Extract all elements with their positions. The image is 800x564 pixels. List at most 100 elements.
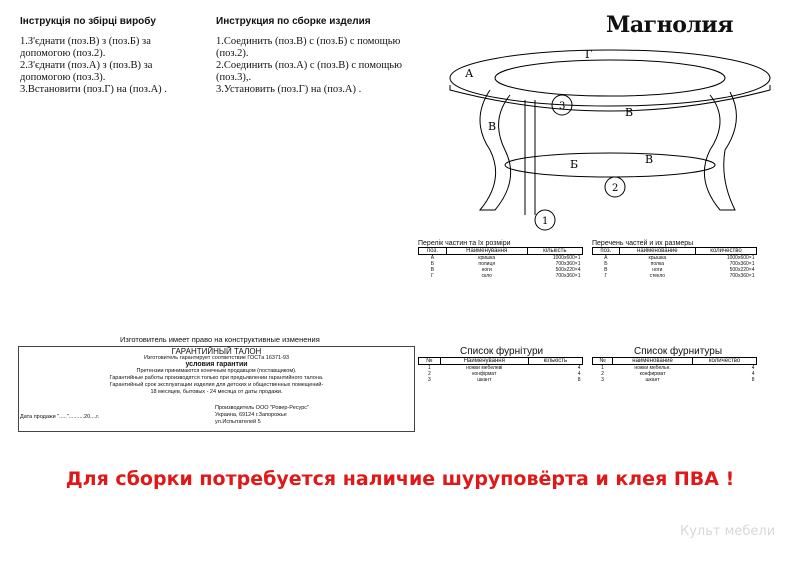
caption: Перелік частин та їх розміри <box>418 240 511 247</box>
table-cell: 4 <box>751 371 755 377</box>
ua-step: 2.З'єднати (поз.А) з (поз.В) за допомого… <box>20 60 153 83</box>
notice: Изготовитель имеет право на конструктивн… <box>120 335 320 344</box>
table-cell: 4 <box>751 365 755 371</box>
table-cell: 700x360×1 <box>729 273 755 279</box>
watermark: Культ мебели <box>680 524 776 539</box>
table-cell: ножки мебельн. <box>634 365 671 371</box>
table-cell: 1000x600×1 <box>726 255 755 261</box>
ua-step: 3.Встановити (поз.Г) на (поз.А) . <box>20 84 167 95</box>
table-cell: Г <box>604 273 608 279</box>
parts-ru: Перечень частей и их размеры поз.наимено… <box>592 240 757 279</box>
column-header: количество <box>692 357 757 365</box>
column-header: поз. <box>418 247 447 255</box>
table-assembly-diagram: А Г Б В В В 1 2 3 <box>449 48 771 231</box>
table-row: 1 ножки мебельн. 4 <box>593 365 757 371</box>
label-v: В <box>645 153 653 166</box>
table-cell: 4 <box>577 365 581 371</box>
ru-step: 3.Установить (поз.Г) на (поз.А) . <box>216 84 362 95</box>
maker-line: Производитель ООО "Ровер-Ресурс" <box>215 405 309 411</box>
table-cell: В <box>430 267 435 273</box>
column-header: наименование <box>618 247 697 255</box>
table-cell: ноги <box>481 267 492 273</box>
table-cell: 700x360×1 <box>729 261 755 267</box>
ua-heading: Інструкція по збірці виробу <box>20 16 156 27</box>
table-row: 3 шкант 8 <box>419 377 583 383</box>
table-cell: ноги <box>652 267 663 273</box>
table-cell: шкант <box>477 377 492 383</box>
table-cell: 3 <box>601 377 604 383</box>
label-a: А <box>465 67 474 80</box>
sale-date: Дата продажи "....."..........20....г. <box>20 414 100 420</box>
maker-line: ул.Испытателей 5 <box>215 419 261 425</box>
maker-line: Украина, 69124 г.Запорожье <box>215 412 287 418</box>
table-cell: Б <box>604 261 608 267</box>
table-cell: полка <box>650 261 665 267</box>
table-cell: А <box>430 255 435 261</box>
table-cell: кришка <box>478 255 496 261</box>
table-cell: конфирмат <box>639 371 666 377</box>
table-cell: шкант <box>645 377 660 383</box>
table-cell: 1 <box>428 365 431 371</box>
caption: Список фурнітури <box>460 346 544 357</box>
table-cell: 8 <box>577 377 581 383</box>
bottom-note: Для сборки потребуется наличие шуруповёр… <box>65 468 735 490</box>
table-row: 3 шкант 8 <box>593 377 757 383</box>
column-header: поз. <box>592 247 620 255</box>
table-cell: 8 <box>751 377 755 383</box>
table-cell: 2 <box>601 371 604 377</box>
table-row: 2 конфірмат 4 <box>419 371 583 377</box>
table-cell: конфірмат <box>472 371 497 377</box>
ru-heading: Инструкция по сборке изделия <box>216 16 371 27</box>
table-cell: полиця <box>478 261 496 267</box>
column-header: наименование <box>612 357 694 365</box>
warranty-card: ГАРАНТИЙНЫЙ ТАЛОН Изготовитель гарантиру… <box>18 346 415 432</box>
table-cell: 2 <box>428 371 431 377</box>
label-g: Г <box>585 48 592 61</box>
column-header: № <box>591 357 614 365</box>
label-v: В <box>488 120 496 133</box>
table-cell: А <box>604 255 608 261</box>
column-header: Найменування <box>445 247 528 255</box>
column-header: кількість <box>527 357 584 365</box>
table-row: 2 конфирмат 4 <box>593 371 757 377</box>
caption: Перечень частей и их размеры <box>592 240 694 247</box>
column-header: Найменування <box>439 357 529 365</box>
table-cell: 700x360×1 <box>555 273 581 279</box>
table-cell: 1 <box>601 365 604 371</box>
table-cell: 700x360×1 <box>555 261 581 267</box>
ua-step: 1.З'єднати (поз.В) з (поз.Б) за допомого… <box>20 36 151 59</box>
parts-ua: Перелік частин та їх розміри поз.Наймену… <box>418 240 584 279</box>
column-header: кількість <box>526 247 584 255</box>
table-cell: Г <box>431 273 434 279</box>
column-header: № <box>418 357 441 365</box>
warranty-line: 18 месяцев, бытовых - 24 месяца от даты … <box>150 389 283 395</box>
label-v: В <box>625 106 633 119</box>
table-cell: 500x220×4 <box>729 267 755 273</box>
table-cell: 3 <box>428 377 431 383</box>
callout-2: 2 <box>612 183 618 194</box>
table-cell: 4 <box>577 371 581 377</box>
table-cell: 1000x600×1 <box>552 255 581 261</box>
cond-title: условия гарантии <box>185 361 248 368</box>
ru-step: 2.Соединить (поз.А) с (поз.В) с помощью … <box>216 60 402 83</box>
warranty-line: Претензии принимаются конечным продавцом… <box>136 368 297 374</box>
caption: Список фурнитуры <box>634 346 723 357</box>
